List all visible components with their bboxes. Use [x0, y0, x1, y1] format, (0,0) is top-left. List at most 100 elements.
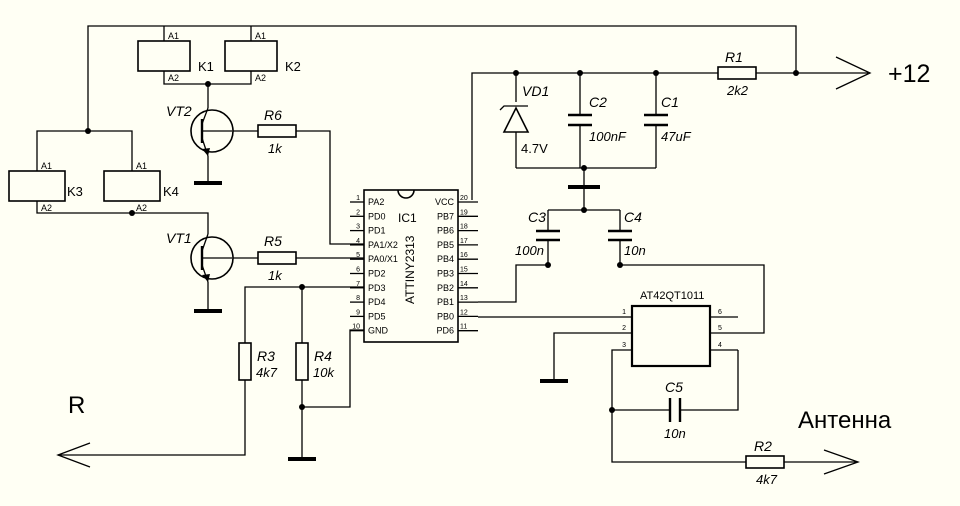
resistor-r2-value: 4k7: [756, 472, 778, 487]
ic1-pin-number: 8: [356, 295, 360, 302]
ic1-pin-number: 15: [460, 267, 468, 274]
relay-k2-a1: A1: [255, 31, 266, 41]
r-output-arrow: [56, 442, 91, 468]
capacitor-c3: C3 100n: [515, 209, 560, 258]
ic1-pin-name: PA1/X2: [368, 240, 398, 250]
ic1-pin-name: PD3: [368, 283, 386, 293]
relay-k1-ref: K1: [198, 59, 214, 74]
power-label: +12: [888, 60, 930, 88]
relay-k3-a1: A1: [41, 161, 52, 171]
ic1-pin-number: 12: [460, 309, 468, 316]
r-output-label: R: [68, 392, 85, 419]
ic1-pin-name: PB3: [437, 269, 454, 279]
capacitor-c5-value: 10n: [664, 426, 686, 441]
capacitor-c5-ref: C5: [665, 379, 683, 395]
relay-k4-ref: K4: [163, 184, 179, 199]
resistor-r6-value: 1k: [268, 141, 283, 156]
ic1-pin-name: PD5: [368, 311, 386, 321]
ic1-pin-name: PB6: [437, 226, 454, 236]
transistor-vt2: VT2: [166, 103, 234, 157]
ic1-pin-number: 1: [356, 195, 360, 202]
ic1-pin-number: 14: [460, 281, 468, 288]
sensor-pin-number: 5: [718, 325, 722, 332]
resistor-r6: R6 1k: [257, 107, 297, 156]
relay-k4-a2: A2: [136, 203, 147, 213]
ic1-pin-name: VCC: [435, 197, 455, 207]
ic1-part: ATTINY2313: [403, 235, 417, 304]
capacitor-c4-value: 10n: [624, 243, 646, 258]
plus12-arrow: [835, 56, 872, 90]
capacitor-c2: C2 100nF: [568, 94, 627, 144]
zener-diode-vd1: VD1 4.7V: [499, 83, 549, 156]
ic1-pin-number: 5: [356, 252, 360, 259]
ic1-pin-number: 10: [352, 324, 360, 331]
resistor-r2-ref: R2: [754, 438, 772, 454]
resistor-r1-value: 2k2: [726, 83, 749, 98]
capacitor-c1-ref: C1: [661, 94, 679, 110]
resistor-r6-ref: R6: [264, 107, 282, 123]
capacitor-c4: C4 10n: [608, 209, 646, 258]
ic1-pin-name: PB5: [437, 240, 454, 250]
ic1-pin-number: 20: [460, 195, 468, 202]
ground-symbols: [194, 181, 600, 461]
resistor-r5-ref: R5: [264, 233, 282, 249]
resistor-r3-ref: R3: [257, 348, 275, 364]
capacitor-c4-ref: C4: [624, 209, 642, 225]
sensor-pin-number: 2: [622, 325, 626, 332]
ic1-ref: IC1: [398, 211, 417, 225]
relay-k4: A1 A2 K4: [103, 161, 179, 213]
relay-k1-a1: A1: [168, 31, 179, 41]
ic1-pin-name: PB0: [437, 311, 454, 321]
antenna-label: Антенна: [798, 407, 892, 434]
relay-k2: A1 A2 K2: [224, 31, 301, 83]
relay-k3-a2: A2: [41, 203, 52, 213]
sensor-pin-number: 3: [622, 342, 626, 349]
ic1-pin-number: 18: [460, 224, 468, 231]
diode-vd1-value: 4.7V: [521, 141, 548, 156]
capacitor-c1-value: 47uF: [661, 129, 692, 144]
resistor-r3-value: 4k7: [256, 365, 278, 380]
relay-k2-ref: K2: [285, 59, 301, 74]
ic1-pin-name: PD6: [436, 326, 454, 336]
ic1-pin-number: 3: [356, 224, 360, 231]
resistor-r3: R3 4k7: [238, 342, 278, 381]
wires: [36, 25, 868, 463]
resistor-r1-ref: R1: [725, 49, 743, 65]
ic1-pin-number: 19: [460, 209, 468, 216]
capacitor-c3-value: 100n: [515, 243, 544, 258]
relay-k1: A1 A2 K1: [137, 31, 214, 83]
sensor-pin-number: 1: [622, 309, 626, 316]
ic1-pin-number: 4: [356, 238, 360, 245]
capacitor-c5: C5 10n: [664, 379, 686, 441]
ic1-pin-number: 16: [460, 252, 468, 259]
resistor-r5: R5 1k: [257, 233, 297, 283]
ic1-pin-number: 7: [356, 281, 360, 288]
arrows: [56, 56, 872, 475]
relay-k4-a1: A1: [136, 161, 147, 171]
relay-k3: A1 A2 K3: [8, 161, 83, 213]
resistor-r4: R4 10k: [295, 342, 335, 381]
ic1-pin-number: 17: [460, 238, 468, 245]
ic1-pin-name: PD1: [368, 226, 386, 236]
ic1-pin-name: PB7: [437, 211, 454, 221]
ic1-pin-number: 2: [356, 209, 360, 216]
sensor-pin-number: 4: [718, 342, 722, 349]
capacitor-c2-ref: C2: [589, 94, 607, 110]
resistor-r4-ref: R4: [314, 348, 332, 364]
relay-k1-a2: A2: [168, 73, 179, 83]
ic1-pin-number: 6: [356, 267, 360, 274]
ic1-pin-name: PA2: [368, 197, 384, 207]
ic1-pin-name: PB4: [437, 254, 454, 264]
resistor-r4-value: 10k: [313, 365, 335, 380]
ic1-right-pins: 20VCC19PB718PB617PB516PB415PB314PB213PB1…: [435, 195, 478, 336]
diode-vd1-ref: VD1: [522, 83, 549, 99]
ic1-pin-name: PD2: [368, 269, 386, 279]
resistor-r2: R2 4k7: [745, 438, 785, 487]
transistor-vt1-ref: VT1: [166, 230, 192, 246]
ic1-pin-name: GND: [368, 326, 389, 336]
ic1-pin-name: PA0/X1: [368, 254, 398, 264]
